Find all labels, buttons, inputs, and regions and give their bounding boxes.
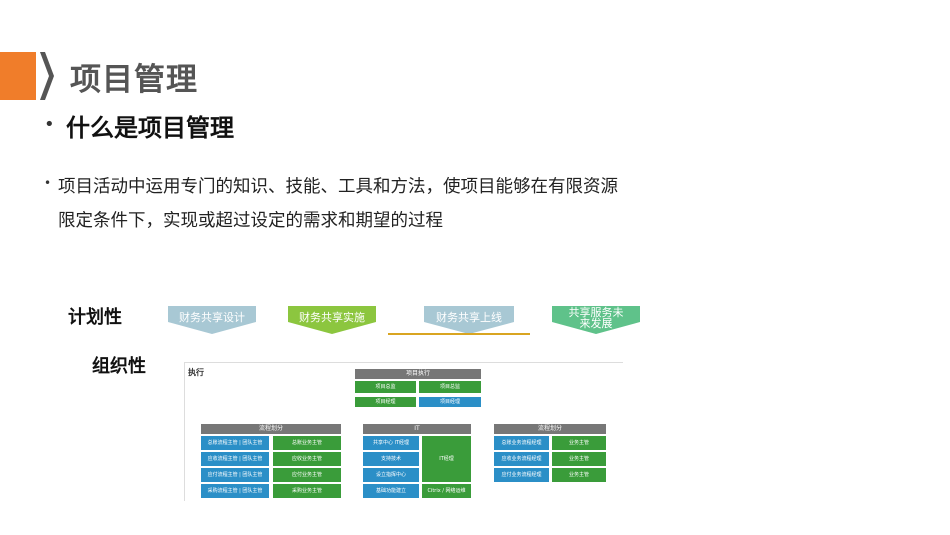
org-mid-cell: 基础功能建立 bbox=[363, 484, 419, 498]
org-left-header: 流程划分 bbox=[201, 424, 341, 434]
org-right-header: 流程划分 bbox=[494, 424, 606, 434]
description-line-1: 项目活动中运用专门的知识、技能、工具和方法，使项目能够在有限资源 bbox=[58, 177, 618, 197]
title-accent-block bbox=[0, 52, 36, 100]
page-title: 项目管理 bbox=[70, 62, 198, 98]
org-left-cell: 采购业务主管 bbox=[273, 484, 341, 498]
plan-label: 计划性 bbox=[68, 307, 122, 328]
org-left-cell: 应收业务主管 bbox=[273, 452, 341, 466]
org-left-cell: 应付业务主管 bbox=[273, 468, 341, 482]
org-left-cell: 总账业务主管 bbox=[273, 436, 341, 450]
org-mid-cell: 共享中心 IT经理 bbox=[363, 436, 419, 450]
org-corner-label: 执行 bbox=[188, 368, 204, 377]
org-right-cell: 业务主管 bbox=[552, 468, 606, 482]
org-top-cell: 项目经理 bbox=[419, 397, 481, 407]
plan-step-2: 财务共享实施 bbox=[288, 306, 376, 334]
org-mid-header: IT bbox=[363, 424, 471, 434]
timeline-line bbox=[388, 333, 530, 335]
org-top-cell: 项目总监 bbox=[355, 381, 416, 393]
chevron-right-icon bbox=[40, 52, 54, 100]
org-top-cell: 项目总监 bbox=[419, 381, 481, 393]
org-right-cell: 总账业务流程经理 bbox=[494, 436, 549, 450]
org-chart: 执行 项目执行 项目总监 项目总监 项目经理 项目经理 流程划分 总账流程主管 … bbox=[184, 362, 623, 501]
org-left-cell: 应付流程主管 | 团队主管 bbox=[201, 468, 269, 482]
section-subtitle: 什么是项目管理 bbox=[66, 114, 234, 142]
plan-step-1: 财务共享设计 bbox=[168, 306, 256, 334]
org-right-cell: 业务主管 bbox=[552, 452, 606, 466]
org-left-cell: 采购流程主管 | 团队主管 bbox=[201, 484, 269, 498]
org-right-cell: 业务主管 bbox=[552, 436, 606, 450]
org-mid-cell: 设立指挥中心 bbox=[363, 468, 419, 482]
org-top-cell: 项目经理 bbox=[355, 397, 416, 407]
org-right-cell: 应收业务流程经理 bbox=[494, 452, 549, 466]
org-label: 组织性 bbox=[92, 356, 146, 377]
org-left-cell: 总账流程主管 | 团队主管 bbox=[201, 436, 269, 450]
org-top-header: 项目执行 bbox=[355, 369, 481, 379]
org-left-cell: 应收流程主管 | 团队主管 bbox=[201, 452, 269, 466]
description-line-2: 限定条件下，实现或超过设定的需求和期望的过程 bbox=[58, 211, 443, 231]
org-mid-cell: Citrix / 网络运维 bbox=[422, 484, 471, 498]
org-right-cell: 应付业务流程经理 bbox=[494, 468, 549, 482]
bullet-icon: • bbox=[44, 114, 55, 135]
org-mid-cell: 支持技术 bbox=[363, 452, 419, 466]
plan-step-4: 共享服务未来发展 bbox=[552, 306, 640, 334]
plan-step-3: 财务共享上线 bbox=[424, 306, 514, 334]
org-mid-cell: IT经理 bbox=[422, 436, 471, 482]
bullet-icon: • bbox=[44, 176, 52, 190]
